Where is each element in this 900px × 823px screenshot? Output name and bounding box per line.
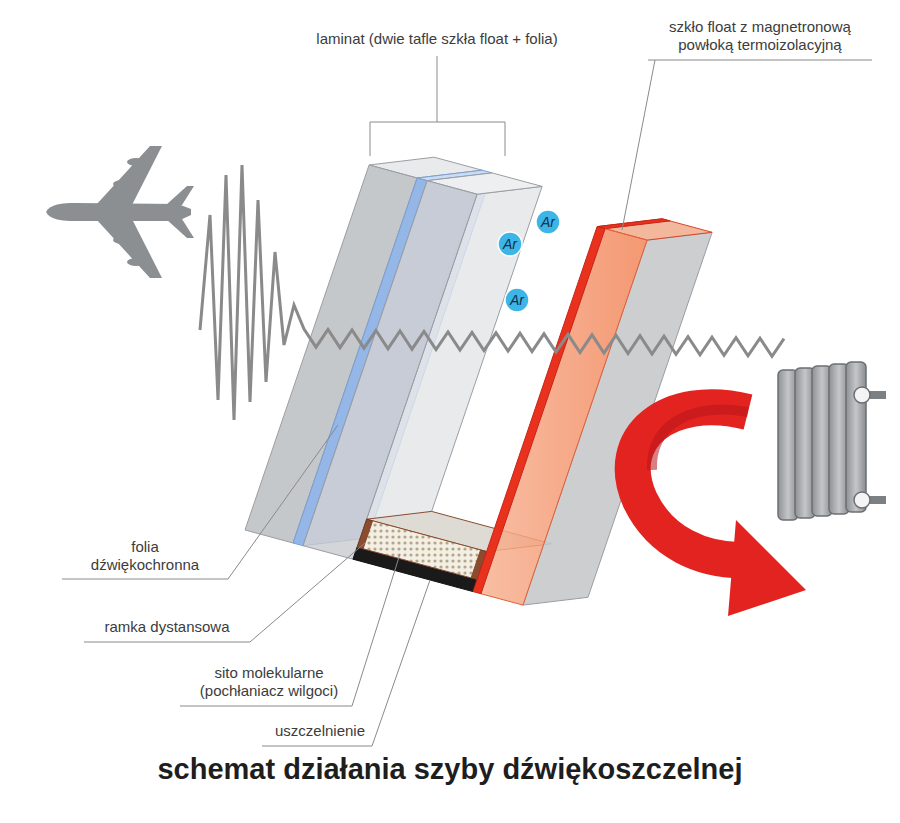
radiator-fin bbox=[846, 362, 866, 512]
atom-circle-shape bbox=[498, 232, 522, 256]
glass-unit bbox=[245, 157, 712, 605]
airplane-engine bbox=[113, 180, 131, 188]
leader-line bbox=[622, 60, 872, 230]
gas-atom: Ar bbox=[535, 209, 561, 235]
part-label: folia dźwiękochronna bbox=[75, 538, 215, 574]
heat-arrow-body bbox=[633, 407, 748, 560]
part-label: ramka dystansowa bbox=[92, 618, 242, 636]
radiator-cap bbox=[854, 492, 870, 508]
gas-symbol: Ar bbox=[503, 236, 517, 252]
gas-symbol: Ar bbox=[541, 214, 555, 230]
heat-arrow-shade bbox=[652, 410, 748, 470]
leader-line bbox=[262, 580, 430, 746]
part-label: szkło float z magnetronową powłoką termo… bbox=[648, 18, 872, 54]
part-label: sito molekularne (pochłaniacz wilgoci) bbox=[182, 664, 356, 700]
leader-line bbox=[62, 425, 338, 579]
sound-wave bbox=[200, 165, 784, 420]
coated-pane-front bbox=[480, 229, 647, 606]
airplane-engine bbox=[127, 258, 145, 266]
airplane-engine bbox=[127, 158, 145, 166]
part-label: laminat (dwie tafle szkła float + folia) bbox=[262, 30, 612, 48]
airplane-fuselage bbox=[46, 203, 191, 221]
thermal-coating bbox=[473, 227, 605, 594]
diagram-title: schemat działania szyby dźwiękoszczelnej bbox=[60, 752, 840, 786]
airplane-stabilizer bbox=[166, 186, 194, 205]
airplane-wing bbox=[96, 219, 162, 278]
bracket bbox=[370, 56, 505, 156]
airplane-wing bbox=[96, 146, 162, 205]
molecular-sieve bbox=[363, 521, 481, 578]
airplane-engine bbox=[113, 236, 131, 244]
heat-arrow-head bbox=[728, 520, 806, 616]
airplane-icon bbox=[46, 146, 194, 278]
atom-circle-shape bbox=[505, 288, 529, 312]
part-label: uszczelnienie bbox=[257, 722, 383, 740]
gas-symbol: Ar bbox=[510, 292, 524, 308]
glass-pane-front bbox=[303, 181, 477, 560]
radiator-cap bbox=[854, 387, 870, 403]
atom-circle-shape bbox=[536, 210, 560, 234]
coating-top bbox=[597, 219, 670, 229]
airplane-stabilizer bbox=[166, 219, 194, 238]
gas-atom: Ar bbox=[504, 287, 530, 313]
radiator-icon bbox=[778, 362, 886, 520]
leader-lines bbox=[62, 56, 872, 746]
gas-atom: Ar bbox=[497, 231, 523, 257]
